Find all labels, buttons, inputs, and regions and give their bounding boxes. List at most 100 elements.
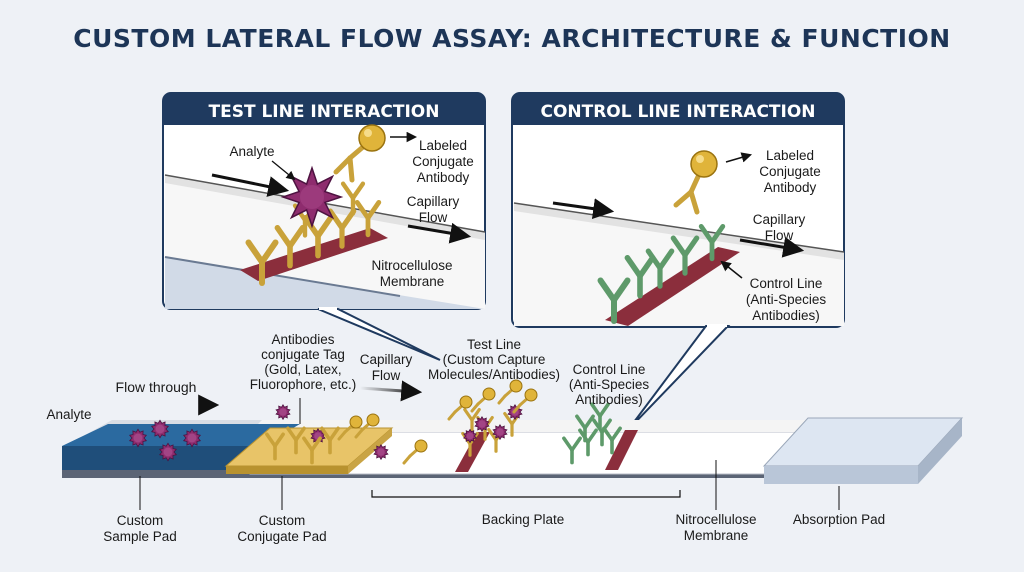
antibody-icon: [597, 277, 631, 324]
control-panel-inflow-arrow: [552, 198, 615, 220]
test-panel-membrane-label-1: Nitrocellulose: [371, 258, 452, 273]
strip-analyte-label: Analyte: [46, 407, 91, 422]
control-line-pointer-arrow: [720, 260, 743, 279]
gold-conjugate-icon: [497, 379, 523, 405]
analyte-pointer-arrow: [271, 160, 296, 181]
test-panel-membrane-label-2: Membrane: [380, 274, 445, 289]
antibody-icon: [274, 225, 306, 269]
control-panel-flow-label-2: Flow: [765, 228, 794, 243]
test-panel-flow-label-1: Capillary: [407, 194, 460, 209]
strip-control-line: [605, 430, 638, 470]
control-panel-title: CONTROL LINE INTERACTION: [540, 102, 815, 122]
antibody-icon: [245, 239, 279, 286]
test-panel-analyte-label: Analyte: [229, 144, 274, 159]
conjugate-pad-label-1: Custom: [259, 513, 306, 528]
analyte-particle-icon: [150, 419, 170, 439]
assay-strip: Analyte Flow through Antibodies conjugat…: [46, 332, 964, 544]
test-panel-flow-label-2: Flow: [419, 210, 448, 225]
sample-pad-label-1: Custom: [117, 513, 164, 528]
strip-capillary-label-1: Capillary: [360, 352, 413, 367]
gold-conjugate-icon: [354, 413, 380, 439]
gold-conjugate-icon: [447, 395, 473, 421]
analyte-particle-icon: [128, 428, 148, 448]
antibodies-tag-label-1: Antibodies: [271, 332, 334, 347]
control-panel-conjugate-label-1: Labeled: [766, 148, 814, 163]
test-line-band: [240, 228, 388, 281]
backing-plate-label: Backing Plate: [482, 512, 565, 527]
antibodies-tag-label-4: Fluorophore, etc.): [250, 377, 357, 392]
sample-pad-label-2: Sample Pad: [103, 529, 177, 544]
strip-control-line-label-2: (Anti-Species: [569, 377, 650, 392]
control-panel-flow-label-1: Capillary: [753, 212, 806, 227]
strip-test-line-label-2: (Custom Capture: [443, 352, 546, 367]
antibody-icon: [602, 426, 622, 455]
antibody-icon: [265, 432, 285, 461]
strip-membrane-label-1: Nitrocellulose: [675, 512, 756, 527]
analyte-particle-icon: [182, 428, 202, 448]
strip-control-line-label-3: Antibodies): [575, 392, 643, 407]
test-line-panel: TEST LINE INTERACTION: [162, 92, 486, 361]
analyte-particle-icon: [463, 428, 477, 444]
absorption-pad: [762, 417, 964, 484]
antibody-icon: [354, 199, 382, 238]
antibodies-tag-label-2: conjugate Tag: [261, 347, 345, 362]
strip-test-line-label-1: Test Line: [467, 337, 521, 352]
analyte-particle-icon: [158, 442, 178, 462]
flow-through-label: Flow through: [116, 379, 197, 395]
antibody-icon: [624, 255, 656, 299]
test-panel-conjugate-label-2: Conjugate: [412, 154, 474, 169]
antibody-icon: [286, 426, 306, 455]
antibody-icon: [463, 407, 481, 433]
analyte-particle-icon: [373, 444, 389, 461]
control-line-band: [605, 247, 740, 326]
antibody-icon: [575, 414, 595, 443]
strip-membrane-label-2: Membrane: [684, 528, 749, 543]
analyte-star-icon: [280, 165, 344, 229]
labeled-conjugate-antibody-icon: [333, 124, 386, 183]
control-conjugate-pointer-arrow: [725, 152, 753, 163]
gold-conjugate-icon: [470, 387, 496, 413]
test-panel-conjugate-label-3: Antibody: [417, 170, 470, 185]
strip-molecules: [128, 379, 622, 465]
analyte-particle-icon: [275, 404, 291, 421]
antibody-icon: [590, 402, 610, 431]
backing-plate-bracket: [371, 490, 681, 498]
antibody-icon: [302, 436, 322, 465]
control-capture-antibodies: [597, 223, 726, 324]
control-panel-conjugate-label-2: Conjugate: [759, 164, 821, 179]
test-panel-inflow-arrow: [211, 173, 290, 197]
conjugate-pad-label-2: Conjugate Pad: [237, 529, 326, 544]
absorption-pad-label: Absorption Pad: [793, 512, 885, 527]
strip-test-line: [455, 432, 490, 472]
antibodies-tag-label-3: (Gold, Latex,: [264, 362, 341, 377]
strip-capillary-label-2: Flow: [372, 368, 401, 383]
control-panel-control-label-3: Antibodies): [752, 308, 820, 323]
antibody-icon: [670, 235, 700, 276]
control-panel-conjugate-icon: [673, 150, 718, 215]
strip-test-line-label-3: Molecules/Antibodies): [428, 367, 560, 382]
analyte-particle-icon: [474, 416, 490, 433]
test-panel-conjugate-label-1: Labeled: [419, 138, 467, 153]
antibody-icon: [320, 426, 340, 455]
antibody-icon: [562, 436, 582, 465]
analyte-particle-icon: [492, 424, 508, 441]
control-panel-conjugate-label-3: Antibody: [764, 180, 817, 195]
test-panel-title: TEST LINE INTERACTION: [209, 102, 440, 122]
strip-capillary-flow-arrow: [359, 380, 423, 402]
control-panel-control-label-2: (Anti-Species: [746, 292, 827, 307]
page-title: CUSTOM LATERAL FLOW ASSAY: ARCHITECTURE …: [73, 24, 951, 53]
gold-conjugate-icon: [512, 388, 538, 414]
antibody-icon: [340, 181, 366, 216]
antibody-icon: [698, 223, 726, 262]
test-panel-membrane-strip: [164, 174, 486, 309]
strip-control-line-label-1: Control Line: [573, 362, 646, 377]
antibody-icon: [645, 248, 675, 289]
test-panel-flow-arrow: [407, 222, 472, 244]
sample-pad: [62, 424, 300, 470]
control-panel-flow-arrow: [739, 236, 805, 258]
gold-conjugate-icon: [337, 415, 363, 441]
gold-conjugate-icon: [402, 439, 428, 465]
control-line-panel: CONTROL LINE INTERACTION Labeled Conjuga…: [511, 92, 845, 431]
control-panel-control-label-1: Control Line: [750, 276, 823, 291]
